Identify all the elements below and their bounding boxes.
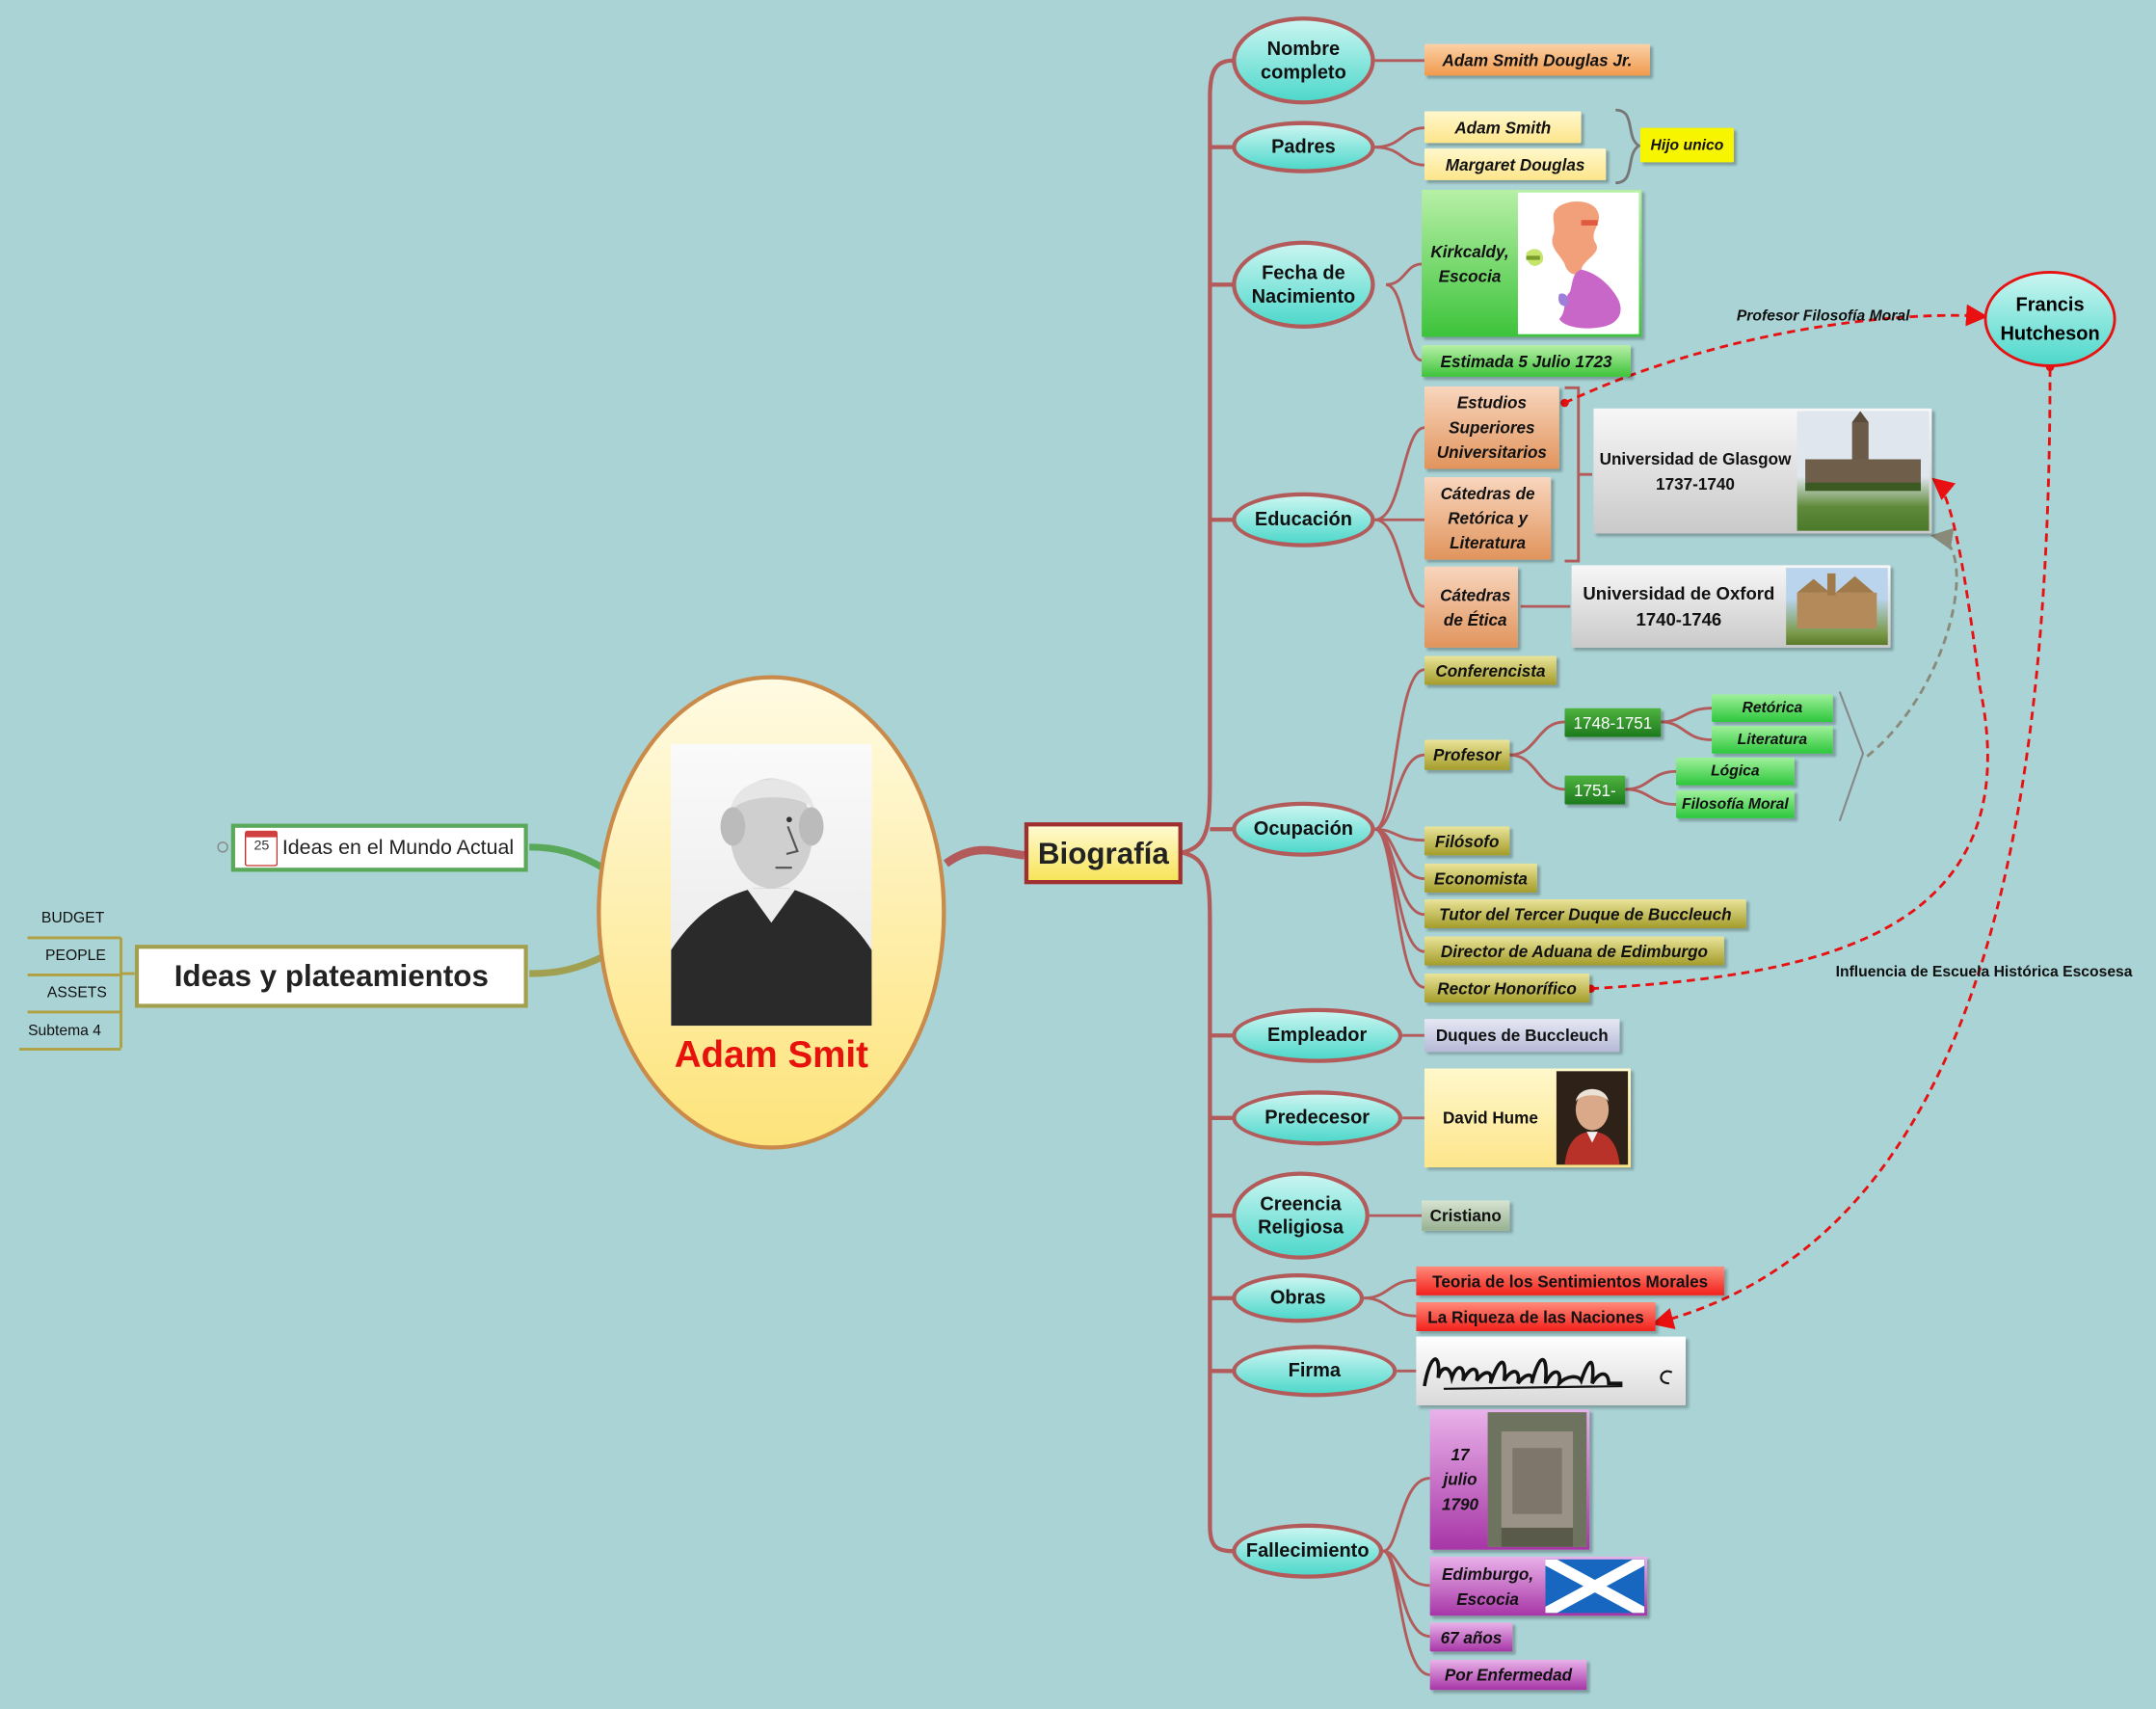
central-title: Adam Smit bbox=[674, 1033, 868, 1076]
ocupacion-node[interactable]: Ocupación bbox=[1232, 801, 1375, 857]
central-topic[interactable]: Adam Smit bbox=[597, 675, 946, 1150]
tomb-image bbox=[1487, 1412, 1587, 1547]
david-hume-portrait bbox=[1556, 1071, 1629, 1165]
cristiano[interactable]: Cristiano bbox=[1422, 1200, 1510, 1231]
subtopic-people[interactable]: PEOPLE bbox=[45, 947, 106, 965]
subtopic-4[interactable]: Subtema 4 bbox=[28, 1023, 101, 1040]
subtopic-budget[interactable]: BUDGET bbox=[40, 910, 105, 927]
david-hume[interactable]: David Hume bbox=[1424, 1068, 1631, 1168]
lugar-nacimiento[interactable]: Kirkcaldy, Escocia bbox=[1422, 189, 1642, 337]
lugar-nacimiento-label: Kirkcaldy, Escocia bbox=[1430, 241, 1509, 286]
rector-honorifico[interactable]: Rector Honorífico bbox=[1424, 974, 1590, 1002]
rector-to-glasgow-link bbox=[1590, 477, 1989, 991]
educacion-bracket bbox=[1564, 386, 1593, 563]
calendar-icon: 25 bbox=[245, 829, 279, 867]
francis-hutcheson-node[interactable]: Francis Hutcheson bbox=[1983, 271, 2116, 367]
central-to-ideas-link bbox=[529, 952, 607, 977]
hutcheson-label: Francis Hutcheson bbox=[2000, 292, 2100, 344]
edad-fallecimiento[interactable]: 67 años bbox=[1429, 1622, 1513, 1652]
padres-brace bbox=[1615, 108, 1642, 185]
filosofia-moral[interactable]: Filosofía Moral bbox=[1676, 790, 1795, 818]
influencia-label: Influencia de Escuela Histórica Escosesa bbox=[1835, 964, 2133, 981]
padres-node[interactable]: Padres bbox=[1232, 120, 1375, 174]
obras-node[interactable]: Obras bbox=[1232, 1273, 1365, 1323]
biografia-label: Biografía bbox=[1037, 835, 1169, 870]
ideas-world-label: Ideas en el Mundo Actual bbox=[281, 836, 515, 860]
expand-toggle-icon[interactable] bbox=[217, 841, 228, 853]
teoria-sentimientos[interactable]: Teoria de los Sentimientos Morales bbox=[1416, 1266, 1724, 1295]
padre-value[interactable]: Adam Smith bbox=[1424, 111, 1582, 144]
logica[interactable]: Lógica bbox=[1676, 758, 1795, 786]
hijo-unico-note[interactable]: Hijo unico bbox=[1639, 127, 1734, 163]
subtopic-lines bbox=[18, 936, 135, 1051]
educacion-node[interactable]: Educación bbox=[1232, 492, 1375, 547]
fecha-fallecimiento-label: 17 julio 1790 bbox=[1441, 1445, 1479, 1514]
david-hume-label: David Hume bbox=[1442, 1108, 1538, 1128]
signature-drawing bbox=[1423, 1357, 1673, 1390]
fecha-nacimiento-value[interactable]: Estimada 5 Julio 1723 bbox=[1422, 345, 1631, 377]
fecha-nacimiento-node[interactable]: Fecha de Nacimiento bbox=[1232, 240, 1375, 329]
oxford-university-image bbox=[1786, 568, 1888, 646]
lugar-fallecimiento-label: Edimburgo, Escocia bbox=[1442, 1563, 1534, 1609]
estudios-superiores[interactable]: Estudios Superiores Universitarios bbox=[1424, 386, 1559, 469]
catedras-retorica[interactable]: Cátedras de Retórica y Literatura bbox=[1424, 477, 1552, 560]
glasgow-label: Universidad de Glasgow 1737-1740 bbox=[1599, 448, 1792, 494]
director-aduana[interactable]: Director de Aduana de Edimburgo bbox=[1424, 936, 1724, 966]
firma-node[interactable]: Firma bbox=[1232, 1345, 1397, 1398]
scotland-flag-image bbox=[1545, 1559, 1645, 1614]
hutcheson-to-riqueza-link bbox=[1651, 368, 2052, 1330]
nombre-completo-value[interactable]: Adam Smith Douglas Jr. bbox=[1424, 43, 1650, 76]
periodo-1748[interactable]: 1748-1751 bbox=[1564, 708, 1662, 737]
economista[interactable]: Economista bbox=[1424, 863, 1537, 893]
madre-value[interactable]: Margaret Douglas bbox=[1424, 148, 1607, 180]
nombre-completo-node[interactable]: Nombre completo bbox=[1232, 16, 1375, 105]
ideas-world-topic[interactable]: 25 Ideas en el Mundo Actual bbox=[230, 823, 528, 872]
sub-branch-lines bbox=[1364, 59, 1713, 1677]
biografia-topic[interactable]: Biografía bbox=[1024, 822, 1183, 885]
lugar-fallecimiento[interactable]: Edimburgo, Escocia bbox=[1429, 1556, 1648, 1616]
empleador-value[interactable]: Duques de Buccleuch bbox=[1424, 1019, 1620, 1053]
periodo-1751[interactable]: 1751- bbox=[1564, 775, 1626, 805]
ideas-planteamientos-label: Ideas y plateamientos bbox=[173, 958, 489, 994]
filosofo[interactable]: Filósofo bbox=[1424, 826, 1510, 856]
profesor[interactable]: Profesor bbox=[1424, 739, 1510, 770]
conferencista[interactable]: Conferencista bbox=[1424, 655, 1557, 685]
universidad-glasgow[interactable]: Universidad de Glasgow 1737-1740 bbox=[1593, 408, 1932, 534]
retorica[interactable]: Retórica bbox=[1712, 694, 1833, 722]
oxford-label: Universidad de Oxford 1740-1746 bbox=[1583, 582, 1775, 630]
profesor-bracket bbox=[1838, 691, 1865, 822]
glasgow-university-image bbox=[1797, 411, 1930, 531]
creencia-religiosa-node[interactable]: Creencia Religiosa bbox=[1232, 1171, 1370, 1260]
profesor-filosofia-label: Profesor Filosofía Moral bbox=[1736, 307, 1910, 325]
literatura[interactable]: Literatura bbox=[1712, 726, 1833, 754]
causa-fallecimiento[interactable]: Por Enfermedad bbox=[1429, 1659, 1587, 1691]
uk-map-image bbox=[1517, 192, 1639, 334]
adam-smith-portrait bbox=[671, 743, 872, 1027]
central-to-biografia-link bbox=[943, 845, 1025, 868]
subtopic-assets[interactable]: ASSETS bbox=[46, 984, 107, 1001]
central-to-ideas-world-link bbox=[529, 843, 607, 872]
profesor-to-glasgow-link bbox=[1866, 527, 1958, 758]
riqueza-naciones[interactable]: La Riqueza de las Naciones bbox=[1416, 1301, 1656, 1331]
fecha-fallecimiento[interactable]: 17 julio 1790 bbox=[1429, 1409, 1590, 1550]
empleador-node[interactable]: Empleador bbox=[1232, 1007, 1403, 1063]
tutor[interactable]: Tutor del Tercer Duque de Buccleuch bbox=[1424, 898, 1746, 928]
universidad-oxford[interactable]: Universidad de Oxford 1740-1746 bbox=[1571, 565, 1891, 648]
firma-image[interactable] bbox=[1416, 1336, 1687, 1405]
branch-trunk bbox=[1182, 58, 1234, 1554]
catedras-etica[interactable]: Cátedras de Ética bbox=[1424, 566, 1518, 648]
predecesor-node[interactable]: Predecesor bbox=[1232, 1090, 1403, 1146]
fallecimiento-node[interactable]: Fallecimiento bbox=[1232, 1523, 1384, 1579]
ideas-planteamientos-topic[interactable]: Ideas y plateamientos bbox=[134, 945, 528, 1008]
